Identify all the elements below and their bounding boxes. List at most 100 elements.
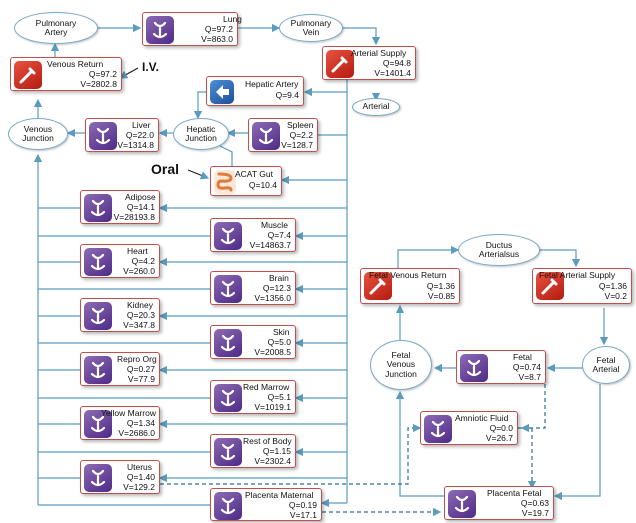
compartment-fetal[interactable]: Fetal Q=0.74 V=8.7 <box>456 350 546 384</box>
kidney-name: Kidney <box>127 300 153 310</box>
uterus-to-amniotic-dashed <box>160 423 422 485</box>
compartment-acat-gut[interactable]: ACAT Gut Q=10.4 <box>210 166 282 196</box>
repro-org-v: V=77.9 <box>127 374 155 384</box>
rest-of-body-v: V=2302.4 <box>254 456 291 466</box>
compartment-repro-org[interactable]: Repro Org Q=0.27 V=77.9 <box>80 352 160 386</box>
spleen-q: Q=2.2 <box>289 130 313 140</box>
red-marrow-q: Q=5.1 <box>267 392 291 402</box>
tissue-icon <box>252 122 280 150</box>
compartment-lung[interactable]: Lung Q=97.2 V=863.0 <box>142 12 242 46</box>
repro-org-name: Repro Org <box>117 354 157 364</box>
syringe-icon <box>14 61 42 89</box>
node-pulmonary-artery[interactable]: Pulmonary Artery <box>14 12 98 44</box>
syringe-icon <box>326 50 354 78</box>
tissue-icon <box>214 329 242 357</box>
skin-v: V=2008.5 <box>254 347 291 357</box>
node-hepatic-junction-label: Hepatic Junction <box>185 123 217 143</box>
lung-name: Lung <box>223 14 242 24</box>
node-fetal-arterial[interactable]: Fetal Arterial <box>582 346 630 384</box>
oral-annotation: Oral <box>151 161 180 177</box>
node-venous-junction[interactable]: Venous Junction <box>8 118 68 150</box>
repro-org-q: Q=0.27 <box>126 364 155 374</box>
compartment-hepatic-artery[interactable]: Hepatic Artery Q=9.4 <box>206 76 304 106</box>
node-ductus-arteriosus[interactable]: Ductus Arterialsus <box>458 234 540 266</box>
amniotic-fluid-q: Q=0.0 <box>489 423 513 433</box>
heart-q: Q=4.2 <box>131 256 155 266</box>
iv-arrow <box>118 67 139 79</box>
tissue-icon <box>214 275 242 303</box>
compartment-muscle[interactable]: Muscle Q=7.4 V=14863.7 <box>210 218 296 252</box>
uterus-q: Q=1.40 <box>126 472 155 482</box>
amniotic-fluid-v: V=26.7 <box>485 433 513 443</box>
compartment-heart[interactable]: Heart Q=4.2 V=260.0 <box>80 244 160 278</box>
rest-of-body-name: Rest of Body <box>243 436 292 446</box>
node-venous-junction-label: Venous Junction <box>22 123 54 143</box>
compartment-placenta-maternal[interactable]: Placenta Maternal Q=0.19 V=17.1 <box>210 488 322 521</box>
compartment-uterus[interactable]: Uterus Q=1.40 V=129.2 <box>80 460 160 494</box>
brain-q: Q=12.3 <box>262 283 291 293</box>
yellow-marrow-q: Q=1.34 <box>126 418 155 428</box>
compartment-red-marrow[interactable]: Red Marrow Q=5.1 V=1019.1 <box>210 380 296 414</box>
yellow-marrow-v: V=2686.0 <box>118 428 155 438</box>
placenta-maternal-name: Placenta Maternal <box>245 490 314 500</box>
fetal-arterial-supply-name: Fetal Arterial Supply <box>539 270 616 280</box>
node-ductus-arteriosus-label: Ductus Arterialsus <box>478 239 520 259</box>
fetal-v: V=8.7 <box>518 372 541 382</box>
iv-annotation: I.V. <box>142 60 159 74</box>
node-hepatic-junction[interactable]: Hepatic Junction <box>173 118 229 150</box>
fetal-venous-return-q: Q=1.36 <box>426 281 455 291</box>
node-fetal-venous-junction[interactable]: Fetal Venous Junction <box>370 340 432 390</box>
adipose-name: Adipose <box>125 192 156 202</box>
compartment-fetal-arterial-supply[interactable]: Fetal Arterial Supply Q=1.36 V=0.2 <box>532 268 632 304</box>
placenta-fetal-name: Placenta Fetal <box>487 488 542 498</box>
compartment-skin[interactable]: Skin Q=5.0 V=2008.5 <box>210 325 296 359</box>
syringe-icon <box>536 272 564 300</box>
kidney-v: V=347.8 <box>123 320 155 330</box>
compartment-venous-return[interactable]: Venous Return Q=97.2 V=2802.8 <box>10 57 122 91</box>
fetal-arterial-supply-v: V=0.2 <box>604 291 627 301</box>
compartment-amniotic-fluid[interactable]: Amniotic Fluid Q=0.0 V=26.7 <box>420 411 518 445</box>
tissue-icon <box>84 410 112 438</box>
oral-arrow <box>187 169 210 180</box>
hepatic-artery-name: Hepatic Artery <box>245 79 299 89</box>
lung-v: V=863.0 <box>201 34 233 44</box>
compartment-yellow-marrow[interactable]: Yellow Marrow Q=1.34 V=2686.0 <box>80 406 160 440</box>
arterial-supply-v: V=1401.4 <box>374 68 411 78</box>
compartment-spleen[interactable]: Spleen Q=2.2 V=128.7 <box>248 118 318 152</box>
kidney-q: Q=20.3 <box>126 310 155 320</box>
tissue-icon <box>84 302 112 330</box>
liver-q: Q=22.0 <box>125 130 154 140</box>
fetal-venous-return-name: Fetal Venous Return <box>369 270 447 280</box>
intestine-icon <box>214 170 236 194</box>
tissue-icon <box>84 464 112 492</box>
muscle-q: Q=7.4 <box>267 230 291 240</box>
compartment-fetal-venous-return[interactable]: Fetal Venous Return Q=1.36 V=0.85 <box>360 268 460 304</box>
compartment-rest-of-body[interactable]: Rest of Body Q=1.15 V=2302.4 <box>210 434 296 468</box>
yellow-marrow-name: Yellow Marrow <box>101 408 156 418</box>
node-arterial[interactable]: Arterial <box>352 98 400 116</box>
compartment-adipose[interactable]: Adipose Q=14.1 V=28193.8 <box>80 190 160 224</box>
compartment-liver[interactable]: Liver Q=22.0 V=1314.8 <box>85 118 159 152</box>
tissue-icon <box>214 438 242 466</box>
compartment-brain[interactable]: Brain Q=12.3 V=1356.0 <box>210 271 296 305</box>
compartment-kidney[interactable]: Kidney Q=20.3 V=347.8 <box>80 298 160 332</box>
compartment-placenta-fetal[interactable]: Placenta Fetal Q=0.63 V=19.7 <box>444 486 554 520</box>
placenta-fetal-to-junction <box>395 390 444 497</box>
brain-name: Brain <box>269 273 289 283</box>
rest-of-body-q: Q=1.15 <box>262 446 291 456</box>
amniotic-fluid-name: Amniotic Fluid <box>455 413 509 423</box>
tissue-icon <box>214 384 242 412</box>
node-fetal-venous-junction-label: Fetal Venous Junction <box>385 349 417 379</box>
uterus-v: V=129.2 <box>123 482 155 492</box>
spleen-name: Spleen <box>287 120 314 130</box>
compartment-arterial-supply[interactable]: Arterial Supply Q=94.8 V=1401.4 <box>322 46 416 80</box>
uterus-name: Uterus <box>127 462 153 472</box>
acat-gut-q: Q=10.4 <box>248 180 277 190</box>
heart-v: V=260.0 <box>123 266 155 276</box>
tissue-icon <box>84 248 112 276</box>
lung-q: Q=97.2 <box>204 24 233 34</box>
node-pulmonary-vein[interactable]: Pulmonary Vein <box>279 14 343 42</box>
red-marrow-name: Red Marrow <box>243 382 290 392</box>
